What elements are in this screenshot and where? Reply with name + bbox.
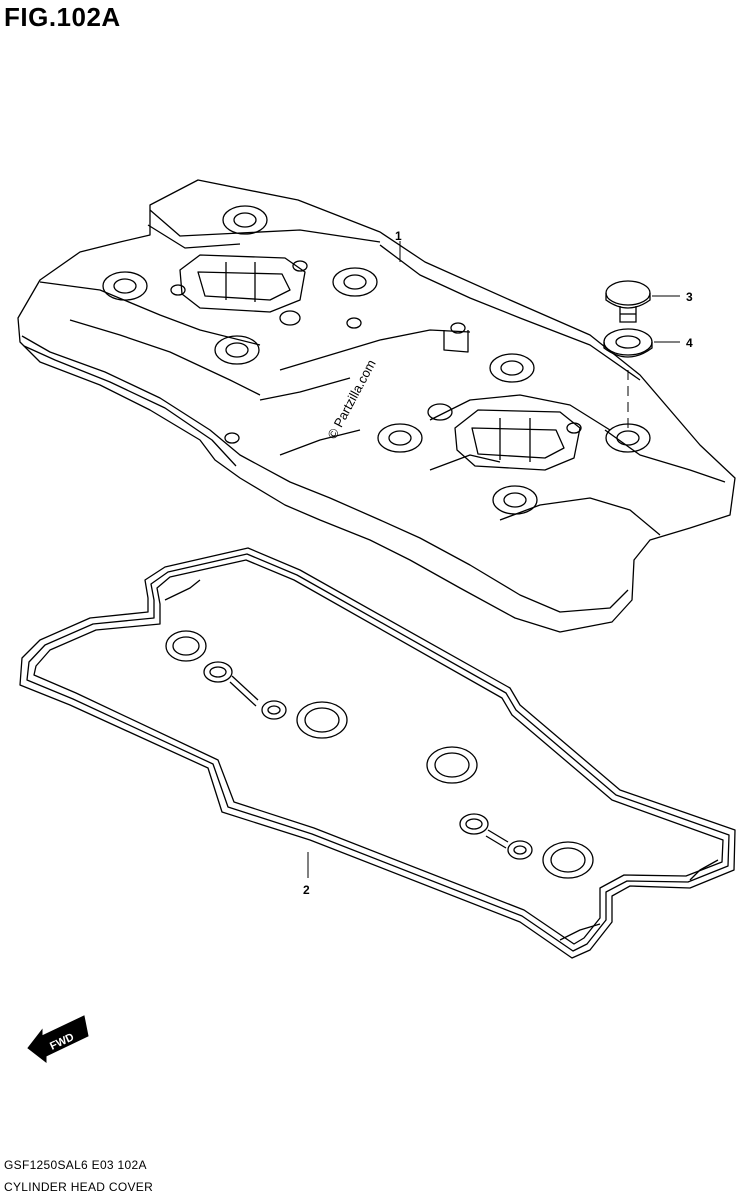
callout-4: 4	[686, 336, 693, 350]
callout-3: 3	[686, 290, 693, 304]
washer-part	[603, 328, 653, 358]
footer-drawing-code: GSF1250SAL6 E03 102A	[4, 1158, 147, 1172]
cylinder-head-cover-part	[17, 179, 736, 633]
figure-title: FIG.102A	[4, 2, 121, 32]
callout-1: 1	[395, 229, 402, 243]
fwd-arrow-icon: FWD	[27, 1015, 89, 1064]
callout-2: 2	[303, 883, 310, 897]
watermark-text: © Partzilla.com	[324, 357, 378, 441]
bolt-hole-group	[102, 205, 651, 515]
gasket-part	[19, 547, 736, 959]
footer-part-name: CYLINDER HEAD COVER	[4, 1180, 154, 1194]
bolt-part	[605, 280, 651, 323]
callout-leaders	[307, 241, 680, 878]
